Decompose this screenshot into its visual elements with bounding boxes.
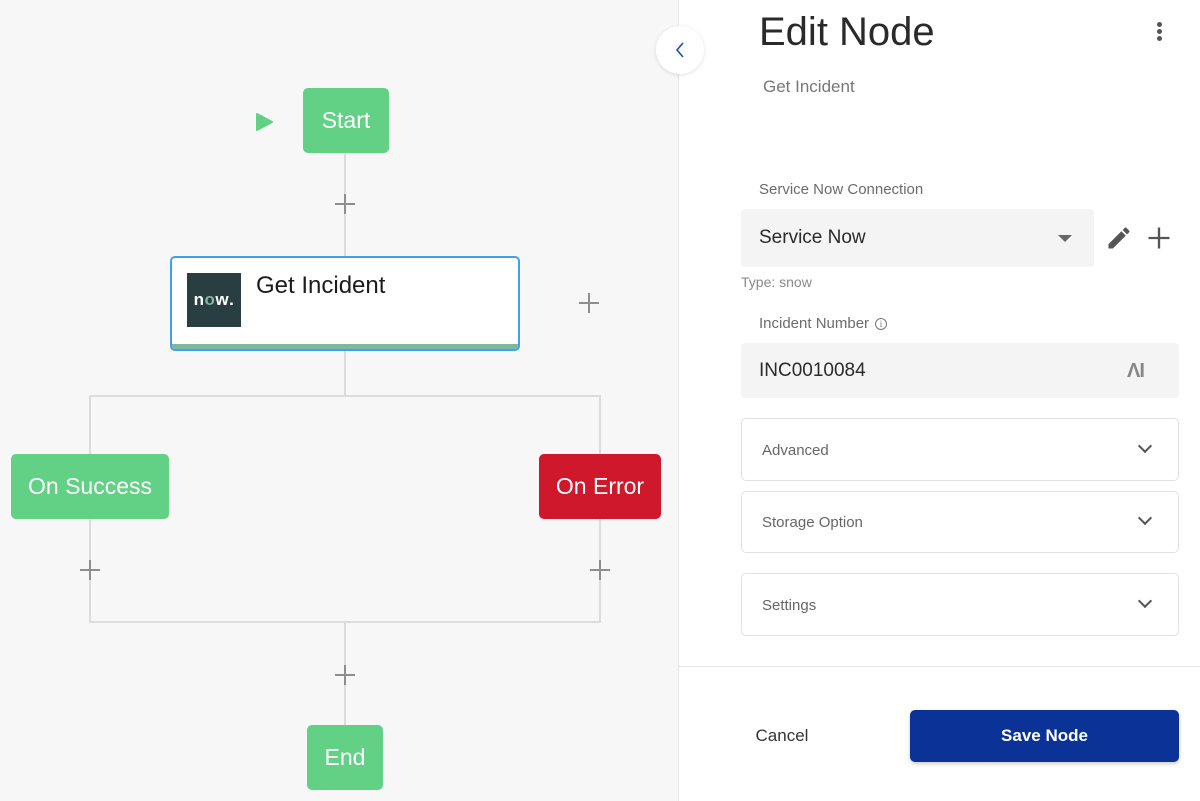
ai-assist-icon[interactable]: ΛI [1127, 360, 1145, 382]
on-error-node[interactable]: On Error [539, 454, 661, 519]
connector-line [89, 395, 601, 397]
add-success-step-button[interactable] [78, 558, 102, 582]
end-node-label: End [324, 744, 366, 770]
footer-divider [679, 666, 1200, 667]
incident-number-label-text: Incident Number [759, 315, 870, 332]
on-success-node[interactable]: On Success [11, 454, 169, 519]
chevron-down-icon [1137, 438, 1153, 454]
logo-letter: o [204, 290, 216, 309]
settings-accordion[interactable]: Settings [741, 573, 1179, 636]
on-success-label: On Success [28, 473, 152, 499]
cancel-button[interactable]: Cancel [737, 716, 827, 756]
edit-connection-icon[interactable] [1105, 224, 1133, 252]
save-node-button[interactable]: Save Node [910, 710, 1179, 762]
add-step-before-end-button[interactable] [333, 663, 357, 687]
collapse-panel-button[interactable] [656, 26, 704, 74]
incident-node-title: Get Incident [256, 272, 386, 299]
connection-select-value: Service Now [759, 227, 866, 248]
chevron-down-icon [1137, 510, 1153, 526]
connector-line [344, 350, 346, 396]
accordion-label: Advanced [762, 442, 829, 459]
start-node[interactable]: Start [303, 88, 389, 153]
accordion-label: Storage Option [762, 514, 863, 531]
chevron-left-icon [675, 42, 684, 58]
logo-letter: n [193, 290, 205, 309]
incident-number-label: Incident Number i [759, 315, 888, 332]
storage-option-accordion[interactable]: Storage Option [741, 491, 1179, 553]
incident-number-input[interactable] [741, 343, 1179, 398]
connector-line [599, 395, 601, 455]
edit-node-panel: Edit Node Get Incident Service Now Conne… [678, 0, 1200, 801]
logo-letter: w [215, 290, 230, 309]
logo-letter: . [229, 290, 235, 309]
add-step-button[interactable] [333, 192, 357, 216]
connection-label: Service Now Connection [759, 181, 924, 198]
add-error-step-button[interactable] [588, 558, 612, 582]
connector-line [89, 395, 91, 455]
panel-subtitle: Get Incident [763, 77, 855, 96]
advanced-accordion[interactable]: Advanced [741, 418, 1179, 481]
start-node-label: Start [321, 107, 371, 133]
dropdown-caret-icon [1058, 235, 1072, 242]
add-parallel-step-button[interactable] [577, 291, 601, 315]
connection-type-text: Type: snow [741, 274, 812, 290]
on-error-label: On Error [555, 473, 645, 499]
play-icon[interactable] [254, 112, 274, 132]
add-connection-icon[interactable] [1145, 224, 1173, 252]
end-node[interactable]: End [307, 725, 383, 790]
accordion-label: Settings [762, 597, 817, 614]
node-status-bar [172, 344, 518, 349]
connection-select[interactable]: Service Now [741, 209, 1094, 267]
panel-title: Edit Node [759, 10, 935, 54]
info-icon[interactable]: i [875, 318, 888, 330]
more-options-icon[interactable] [1149, 18, 1169, 46]
chevron-down-icon [1137, 593, 1153, 609]
